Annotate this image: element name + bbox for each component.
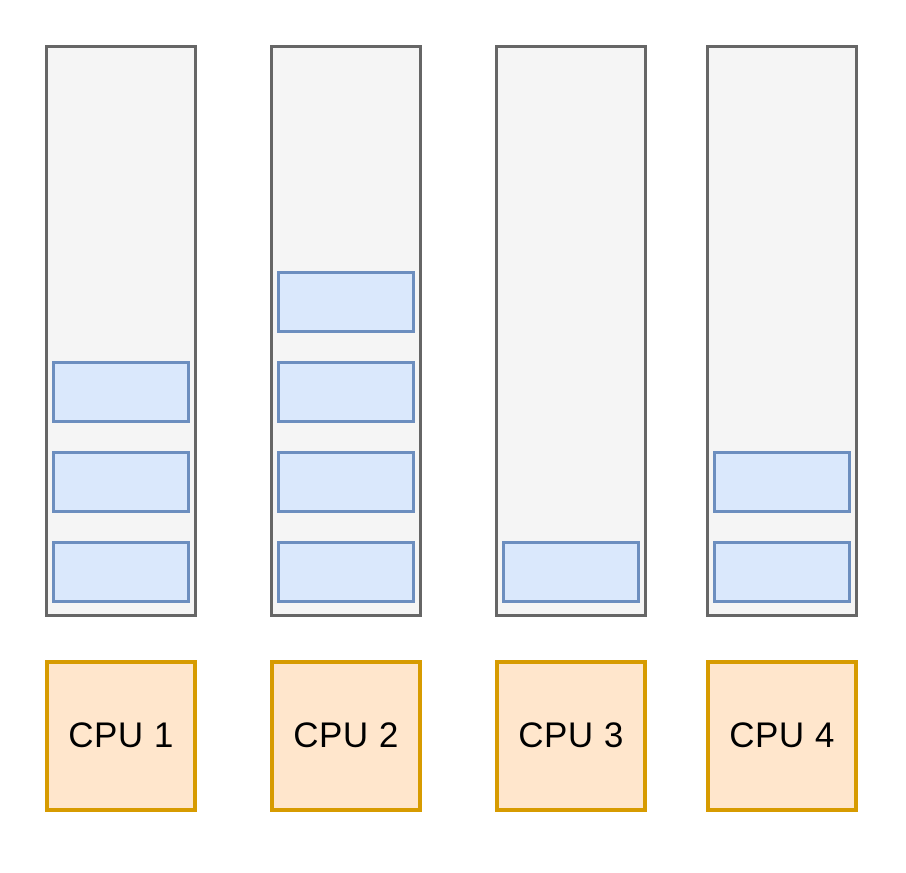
- queued-task-block: [277, 361, 415, 423]
- cpu-box-4: CPU 4: [706, 660, 858, 812]
- cpu-box-3: CPU 3: [495, 660, 647, 812]
- cpu-label-1: CPU 1: [68, 716, 174, 755]
- queued-task-block: [277, 271, 415, 333]
- queued-task-block: [713, 541, 851, 603]
- cpu-box-2: CPU 2: [270, 660, 422, 812]
- cpu-label-4: CPU 4: [729, 716, 835, 755]
- queued-task-block: [52, 361, 190, 423]
- queued-task-block: [502, 541, 640, 603]
- task-queue-cpu-4: [706, 45, 858, 617]
- cpu-group-2: CPU 2: [270, 45, 422, 812]
- queued-task-block: [713, 451, 851, 513]
- cpu-label-3: CPU 3: [518, 716, 624, 755]
- task-queue-cpu-2: [270, 45, 422, 617]
- cpu-group-4: CPU 4: [706, 45, 858, 812]
- cpu-group-3: CPU 3: [495, 45, 647, 812]
- cpu-label-2: CPU 2: [293, 716, 399, 755]
- cpu-group-1: CPU 1: [45, 45, 197, 812]
- queued-task-block: [277, 451, 415, 513]
- queued-task-block: [52, 541, 190, 603]
- task-queue-cpu-1: [45, 45, 197, 617]
- queued-task-block: [277, 541, 415, 603]
- task-queue-cpu-3: [495, 45, 647, 617]
- queued-task-block: [52, 451, 190, 513]
- cpu-box-1: CPU 1: [45, 660, 197, 812]
